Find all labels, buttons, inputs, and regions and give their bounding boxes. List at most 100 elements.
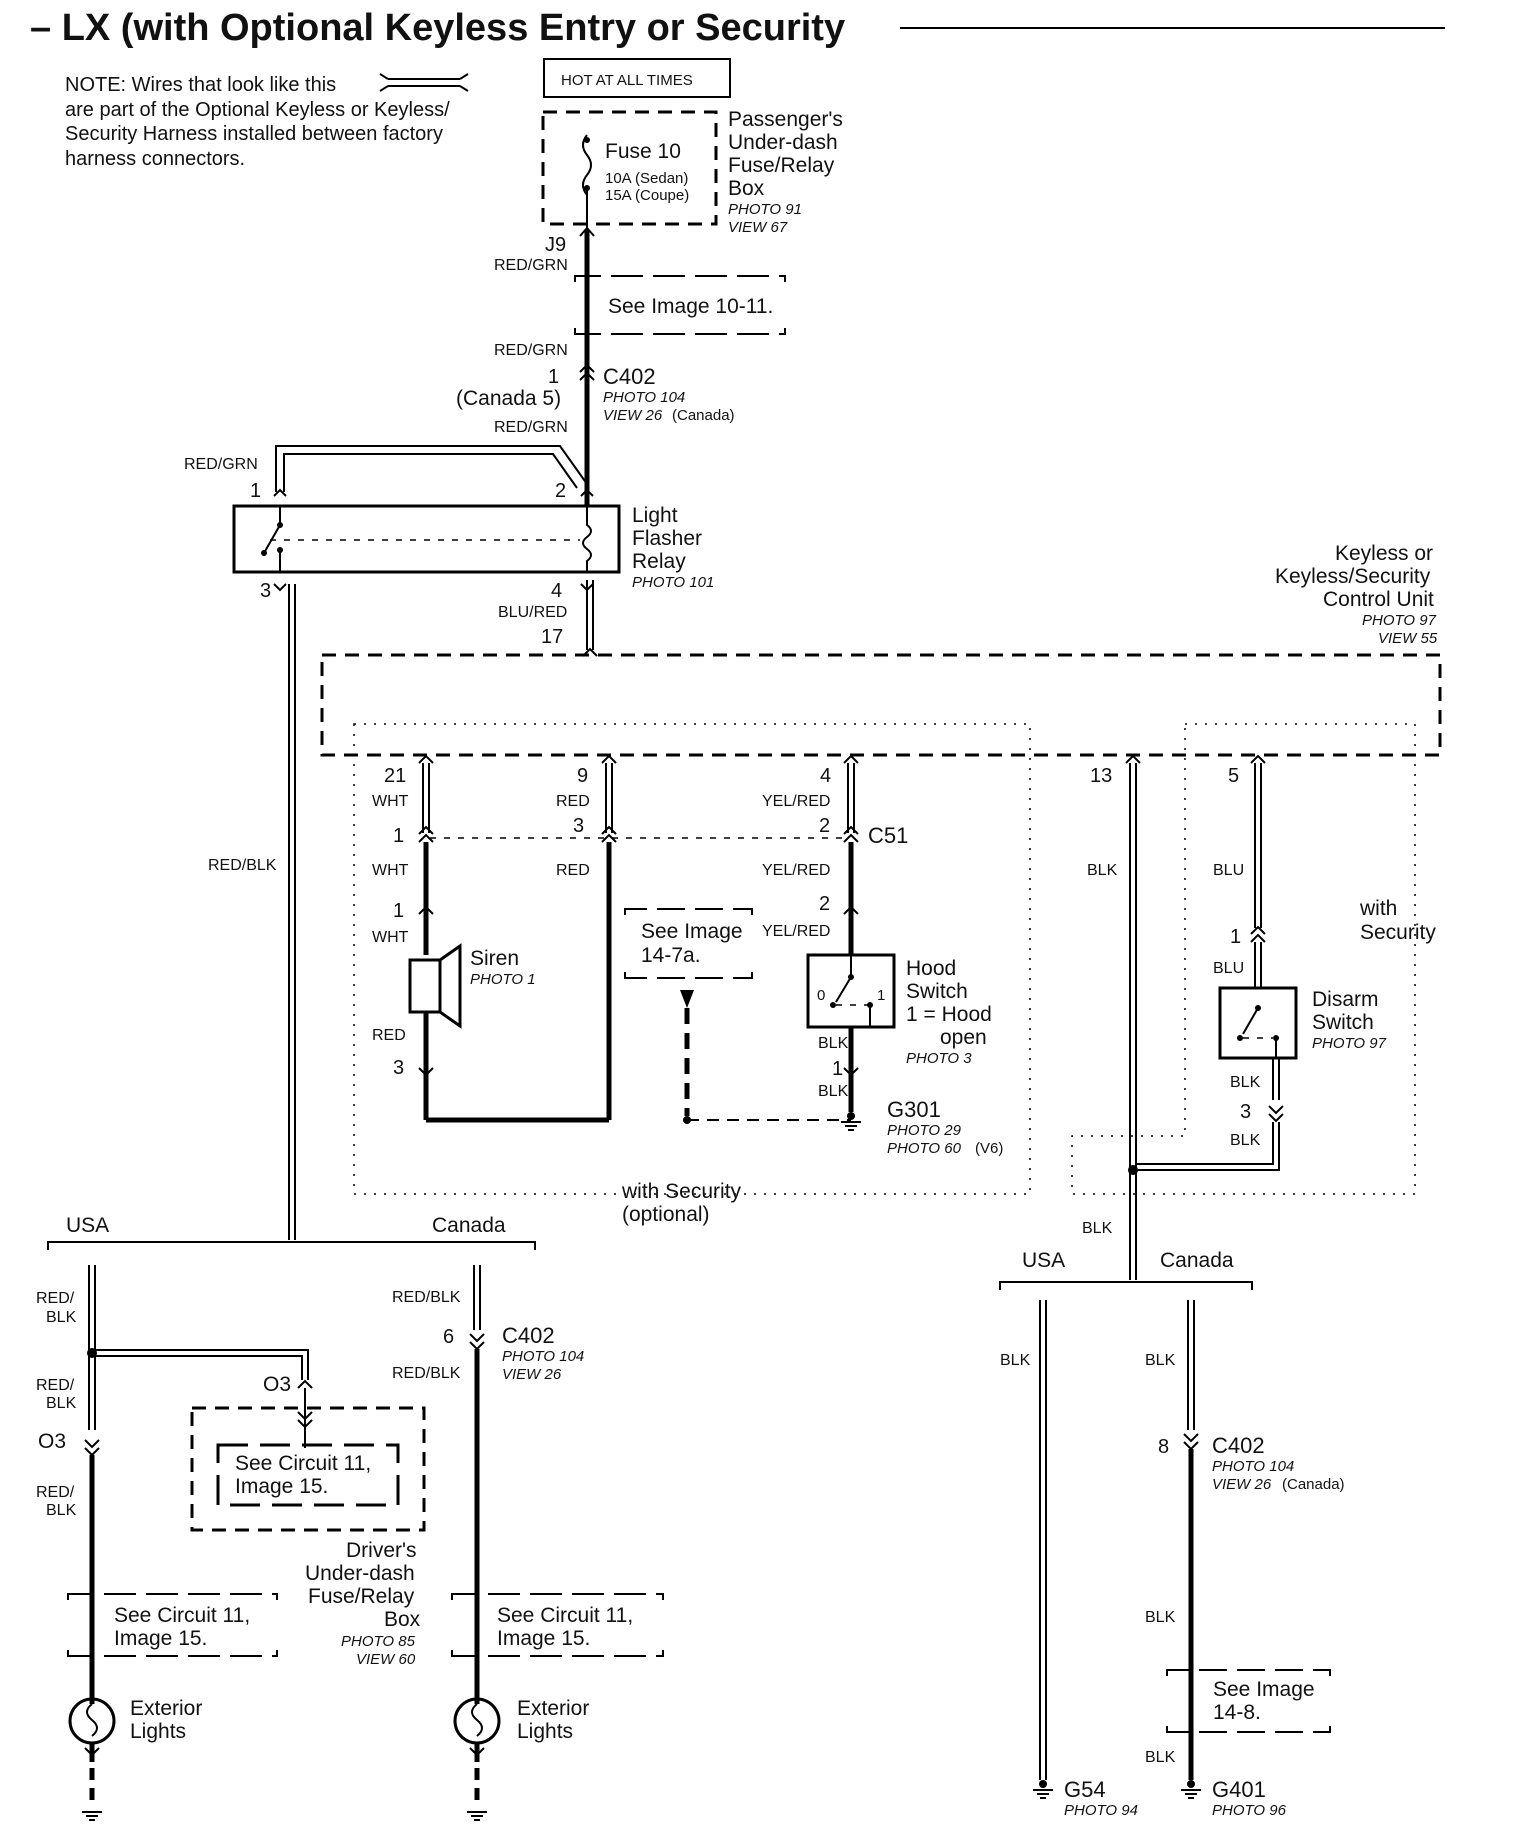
wire-label-wht-2: WHT <box>372 862 409 879</box>
wire-label-blk-2: BLK <box>1082 1220 1113 1237</box>
svg-text:Control Unit: Control Unit <box>1323 588 1434 611</box>
svg-text:(Canada 5): (Canada 5) <box>456 387 561 410</box>
svg-text:C402: C402 <box>603 364 656 389</box>
wire-label-red-grn-3: RED/GRN <box>494 419 568 436</box>
svg-text:Relay: Relay <box>632 550 686 573</box>
svg-text:Keyless/Security: Keyless/Security <box>1275 565 1431 588</box>
svg-text:VIEW 67: VIEW 67 <box>728 219 788 236</box>
svg-text:Keyless or: Keyless or <box>1335 542 1433 565</box>
disarm-switch: BLU 1 BLU BLK 3 BLK Disarm Switch PHOTO … <box>1136 754 1387 1171</box>
relay-pin-2: 2 <box>555 480 566 502</box>
harness-jumper-relay <box>275 445 588 492</box>
svg-text:Passenger's: Passenger's <box>728 108 843 131</box>
splice-point <box>1128 1165 1138 1175</box>
svg-text:Driver's: Driver's <box>346 1539 417 1562</box>
svg-text:Security Harness installed bet: Security Harness installed between facto… <box>65 123 443 145</box>
svg-text:open: open <box>940 1026 987 1049</box>
wire-label-red-1a: RED/ <box>36 1290 75 1307</box>
svg-text:BLK: BLK <box>818 1035 849 1052</box>
wire-label-blk-1a: BLK <box>46 1309 77 1326</box>
wire-label-blk-1b: BLK <box>46 1395 77 1412</box>
svg-text:Exterior: Exterior <box>517 1697 589 1720</box>
svg-text:Fuse/Relay: Fuse/Relay <box>308 1585 415 1608</box>
svg-text:1: 1 <box>548 366 559 388</box>
security-optional-region <box>353 723 1031 1195</box>
wire-label-yel-red-2: YEL/RED <box>762 862 830 879</box>
ref-image-14-8-2: 14-8. <box>1213 1701 1261 1724</box>
svg-text:NOTE: Wires that look like thi: NOTE: Wires that look like this <box>65 74 336 96</box>
diagram-title: – LX (with Optional Keyless Entry or Sec… <box>30 7 845 49</box>
harness-wires-to-c51 <box>418 754 859 833</box>
o3-left: O3 <box>38 1430 66 1453</box>
wire-label-red-grn-1: RED/GRN <box>494 257 568 274</box>
wire-label-blk-3: BLK <box>1000 1352 1031 1369</box>
ref-image-14-8-1: See Image <box>1213 1678 1315 1701</box>
relay-label: Light Flasher Relay PHOTO 101 <box>632 504 714 591</box>
svg-text:3: 3 <box>1240 1101 1251 1123</box>
control-unit-label: Keyless or Keyless/Security Control Unit… <box>1275 542 1438 647</box>
wire-label-red-1c: RED/ <box>36 1484 75 1501</box>
cu-pin-21: 21 <box>384 765 406 787</box>
wire-label-red-2: RED <box>556 862 590 879</box>
svg-text:Siren: Siren <box>470 947 519 970</box>
svg-text:PHOTO 104: PHOTO 104 <box>603 389 685 406</box>
svg-text:3: 3 <box>393 1057 404 1079</box>
fuse-10: Fuse 10 10A (Sedan) 15A (Coupe) <box>582 134 689 230</box>
svg-text:1: 1 <box>832 1058 843 1080</box>
wire-label-blu-red: BLU/RED <box>498 604 567 621</box>
connector-c402-right: 8 C402 PHOTO 104 VIEW 26 (Canada) <box>1158 1433 1345 1493</box>
branch-right-canada: Canada <box>1160 1249 1234 1272</box>
harness-wire-legend-icon <box>379 73 469 92</box>
ground-g54: G54 PHOTO 94 <box>1033 1777 1138 1819</box>
fuse-pin-j9: J9 <box>545 234 566 256</box>
svg-text:Under-dash: Under-dash <box>305 1562 415 1585</box>
svg-text:PHOTO 96: PHOTO 96 <box>1212 1802 1287 1819</box>
ref-image-10-11: See Image 10-11. <box>608 295 773 318</box>
relay-pin-4: 4 <box>551 580 562 602</box>
svg-text:PHOTO 1: PHOTO 1 <box>470 971 536 988</box>
svg-text:Lights: Lights <box>130 1720 186 1743</box>
svg-text:15A (Coupe): 15A (Coupe) <box>605 187 689 204</box>
wire-label-red-blk-2: RED/BLK <box>392 1289 461 1306</box>
ref-box-circuit-11-canada <box>451 1593 664 1657</box>
hood-switch: 2 YEL/RED 0 1 BLK 1 BLK Hood Switch 1 = … <box>762 893 992 1112</box>
driver-fuse-box-label: Driver's Under-dash Fuse/Relay Box PHOTO… <box>305 1539 421 1668</box>
svg-text:harness connectors.: harness connectors. <box>65 148 245 170</box>
svg-text:G301: G301 <box>887 1097 941 1122</box>
svg-text:1: 1 <box>393 825 404 847</box>
ref-circuit-11-driver-1: See Circuit 11, <box>235 1452 371 1475</box>
svg-text:6: 6 <box>443 1326 454 1348</box>
relay-pin-1: 1 <box>250 480 261 502</box>
svg-text:WHT: WHT <box>372 929 409 946</box>
svg-text:(Canada): (Canada) <box>1282 1476 1345 1493</box>
cu-pin-5: 5 <box>1228 765 1239 787</box>
ref-circuit-11-driver-2: Image 15. <box>235 1475 328 1498</box>
ref-arrow-14-7a <box>680 990 694 1008</box>
svg-text:G401: G401 <box>1212 1777 1266 1802</box>
wire-label-red-blk-3: RED/BLK <box>392 1365 461 1382</box>
svg-text:Box: Box <box>728 177 765 200</box>
svg-text:(Canada): (Canada) <box>672 407 735 424</box>
svg-text:VIEW 26: VIEW 26 <box>502 1366 562 1383</box>
svg-text:Box: Box <box>384 1608 421 1631</box>
svg-text:BLK: BLK <box>818 1083 849 1100</box>
svg-text:BLU: BLU <box>1213 862 1244 879</box>
branch-right <box>999 1281 1253 1290</box>
svg-text:PHOTO 104: PHOTO 104 <box>1212 1458 1294 1475</box>
driver-fuse-box-outline <box>190 1406 426 1532</box>
ref-image-14-7a-2: 14-7a. <box>641 944 701 967</box>
ref-circuit-11-usa-2: Image 15. <box>114 1627 207 1650</box>
wire-label-blk-6: BLK <box>1145 1749 1176 1766</box>
svg-text:VIEW 55: VIEW 55 <box>1378 630 1438 647</box>
svg-text:Flasher: Flasher <box>632 527 702 550</box>
svg-text:BLK: BLK <box>1230 1074 1261 1091</box>
ref-circuit-11-usa-1: See Circuit 11, <box>114 1604 250 1627</box>
ref-box-circuit-11-usa <box>67 1593 278 1657</box>
svg-text:Fuse 10: Fuse 10 <box>605 140 681 163</box>
svg-text:PHOTO 85: PHOTO 85 <box>341 1633 416 1650</box>
svg-text:Switch: Switch <box>1312 1011 1374 1034</box>
svg-text:PHOTO 101: PHOTO 101 <box>632 574 714 591</box>
o3-top: O3 <box>263 1373 291 1396</box>
svg-text:C51: C51 <box>868 823 908 848</box>
svg-text:Fuse/Relay: Fuse/Relay <box>728 154 835 177</box>
